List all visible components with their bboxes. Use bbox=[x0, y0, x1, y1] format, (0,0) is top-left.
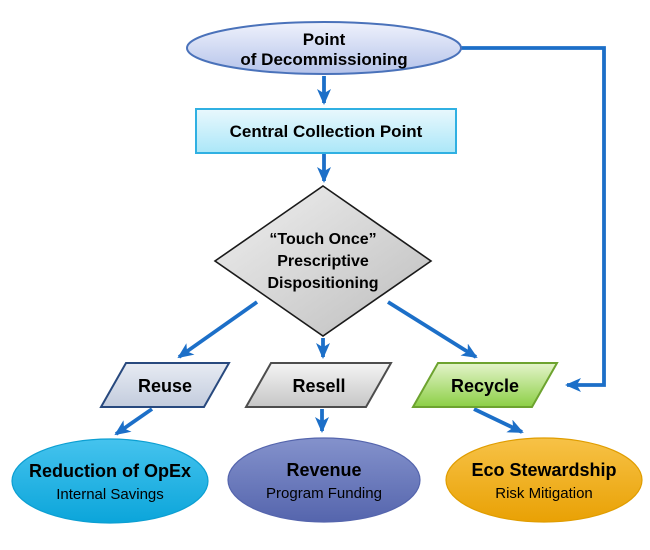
node-revenue-label-line2: Program Funding bbox=[266, 485, 382, 502]
connector-reuse-to-opex bbox=[114, 407, 154, 436]
node-reduction-of-opex bbox=[11, 438, 209, 524]
node-opex-label-line1: Reduction of OpEx bbox=[29, 461, 191, 481]
node-eco-label-line1: Eco Stewardship bbox=[471, 460, 616, 480]
node-recycle bbox=[411, 362, 559, 408]
connector-layer bbox=[114, 46, 606, 436]
node-resell-label: Resell bbox=[292, 376, 345, 396]
node-point-of-decommissioning-label-line2: of Decommissioning bbox=[240, 50, 407, 69]
node-layer: Point of Decommissioning Central Collect… bbox=[11, 21, 643, 524]
connector-decision-to-recycle bbox=[386, 300, 478, 359]
node-touch-once-decision bbox=[213, 185, 433, 337]
node-eco-label-line2: Risk Mitigation bbox=[495, 485, 593, 502]
node-reuse-label: Reuse bbox=[138, 376, 192, 396]
node-decision-label-line2: Prescriptive bbox=[277, 253, 369, 270]
node-opex-label-line2: Internal Savings bbox=[56, 486, 164, 503]
node-recycle-label: Recycle bbox=[451, 376, 519, 396]
node-revenue-label-line1: Revenue bbox=[286, 460, 361, 480]
node-central-collection-point bbox=[195, 108, 457, 154]
node-decision-label-line3: Dispositioning bbox=[267, 275, 378, 292]
node-decision-label-line1: “Touch Once” bbox=[269, 231, 376, 248]
node-reuse bbox=[99, 362, 231, 408]
node-resell bbox=[244, 362, 393, 408]
node-point-of-decommissioning bbox=[186, 21, 462, 75]
connector-recycle-to-eco bbox=[473, 407, 524, 434]
node-eco-stewardship bbox=[445, 437, 643, 523]
node-revenue bbox=[227, 437, 421, 523]
node-central-collection-point-label: Central Collection Point bbox=[230, 122, 423, 141]
connector-feedback-start-to-recycle bbox=[459, 46, 606, 392]
node-point-of-decommissioning-label-line1: Point bbox=[303, 30, 346, 49]
connector-decision-to-reuse bbox=[177, 300, 259, 359]
